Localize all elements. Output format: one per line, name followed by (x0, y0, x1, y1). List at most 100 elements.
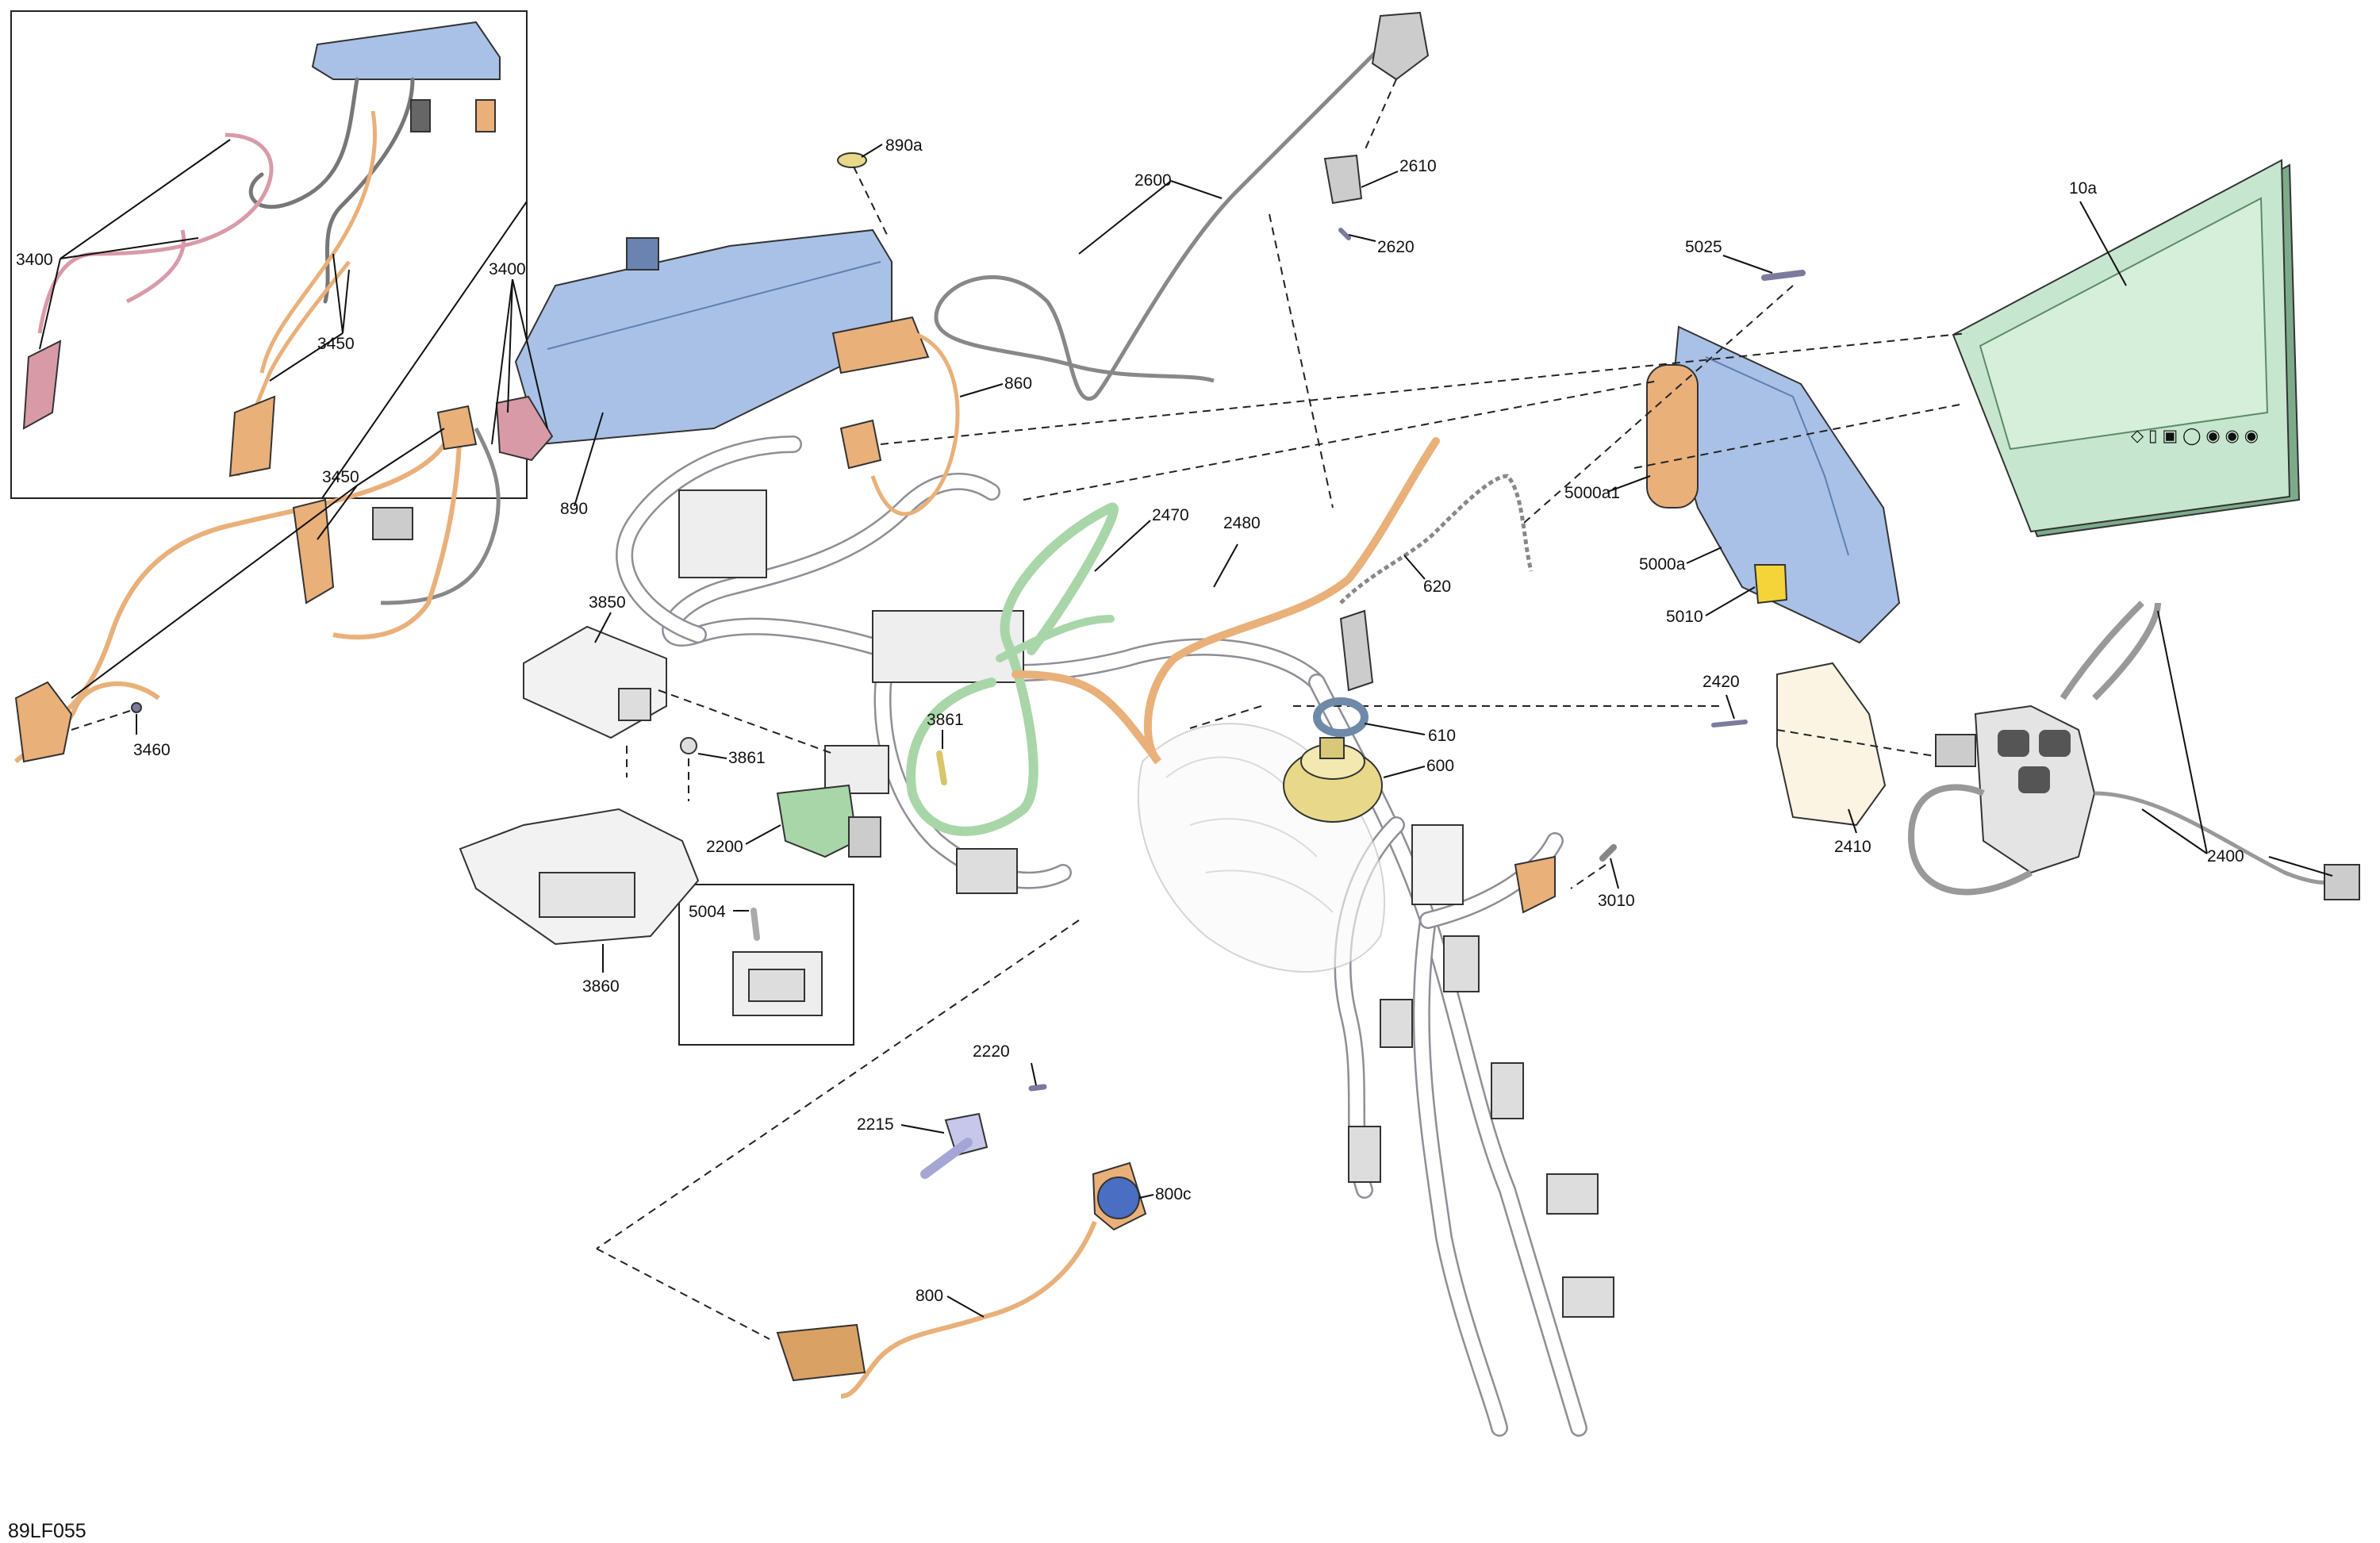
callout-5000a1: 5000a1 (1564, 484, 1620, 502)
cover-2410 (1776, 662, 1887, 827)
callout-3450: 3450 (322, 468, 359, 486)
connector (372, 507, 413, 540)
display-10a: ◇ ▯ ▣ ◯ ◉ ◉ ◉ (1952, 159, 2301, 538)
sensor-800 (776, 1161, 1147, 1399)
sensor-3450-mid (292, 498, 335, 605)
screw-5025 (1761, 270, 1806, 281)
ring-610 (1313, 697, 1368, 737)
harness-connectors (678, 489, 1614, 1318)
inset-leader-line (321, 201, 528, 499)
connector (2324, 864, 2360, 900)
callout-2610: 2610 (1399, 157, 1437, 175)
inset-orange-sensor (228, 395, 276, 478)
harness-2470 (906, 502, 1119, 836)
callout-2420: 2420 (1702, 673, 1740, 691)
coil-cord-620 (1339, 474, 1534, 692)
module-3850 (523, 625, 667, 739)
callout-3400: 3400 (489, 260, 526, 278)
junction-connector-block (872, 610, 1024, 683)
callout-3861a: 3861 (728, 749, 766, 767)
part-860 (831, 316, 960, 516)
callout-5010: 5010 (1666, 608, 1703, 626)
callout-10a: 10a (2069, 179, 2097, 198)
callout-800: 800 (916, 1287, 943, 1305)
connector (1562, 1276, 1614, 1318)
connector (1443, 935, 1480, 992)
callout-3460: 3460 (133, 741, 171, 759)
part-5010 (1753, 564, 1788, 605)
callout-2400: 2400 (2207, 847, 2244, 866)
bolt-3010 (1599, 844, 1617, 862)
bracket-3860 (459, 808, 700, 946)
callout-620: 620 (1423, 578, 1451, 596)
callout-2215: 2215 (857, 1115, 894, 1134)
module-5000a1 (1646, 364, 1699, 509)
switch-button (2018, 766, 2050, 793)
module-5000a (1646, 325, 1901, 644)
ecu-connector (678, 489, 767, 578)
screw-2220 (1028, 1084, 1047, 1092)
sensor-3400 (495, 395, 554, 462)
sensor-800c (1097, 1176, 1140, 1219)
sensor-3450-left (14, 681, 73, 763)
switch-button (2039, 730, 2071, 757)
sensor-3450-top (436, 405, 478, 451)
callout-5000a: 5000a (1639, 555, 1686, 574)
callout-5025: 5025 (1685, 238, 1722, 256)
orange-connector (1514, 855, 1556, 914)
connector (1935, 734, 1976, 767)
connector-block (1411, 824, 1464, 905)
display-icons: ◇ ▯ ▣ ◯ ◉ ◉ ◉ (2131, 427, 2259, 446)
bracket-2215 (920, 1112, 988, 1179)
callout-860: 860 (1004, 374, 1032, 393)
inset-connector (410, 99, 431, 132)
screw-2620 (1338, 228, 1351, 240)
callout-2470: 2470 (1152, 506, 1189, 524)
callout-3010: 3010 (1598, 892, 1635, 910)
callout-2600: 2600 (1134, 171, 1172, 190)
connector (1380, 999, 1413, 1048)
callout-890a: 890a (885, 136, 923, 155)
switch-600 (1283, 737, 1383, 823)
ecu-connector (626, 237, 659, 271)
callout-2220: 2220 (973, 1042, 1010, 1061)
ecu-890 (514, 228, 892, 446)
switch-button (1998, 730, 2029, 757)
connector (824, 745, 889, 794)
callout-2200: 2200 (706, 838, 743, 856)
lanyard-clip (1339, 609, 1374, 692)
callout-3860: 3860 (582, 977, 620, 996)
inset-parts (22, 21, 501, 478)
callout-3850: 3850 (589, 593, 626, 612)
callout-800c: 800c (1155, 1185, 1192, 1203)
connector (618, 688, 651, 721)
inset-connector (475, 99, 496, 132)
nut-890a (837, 152, 867, 168)
bolt-3861b (936, 750, 947, 785)
inset-ecu (311, 21, 501, 80)
switch-2400 (1908, 601, 2360, 900)
callout-3450-inset: 3450 (317, 335, 355, 353)
screw-2420 (1711, 720, 1748, 727)
harness-2480 (1012, 437, 1440, 765)
nut-3861a (680, 737, 697, 754)
callout-2410: 2410 (1834, 838, 1871, 856)
diagram-code: 89LF055 (8, 1520, 86, 1542)
connector (1546, 1173, 1599, 1215)
callout-890: 890 (560, 500, 588, 518)
sensors-main (13, 395, 554, 764)
callout-3861b: 3861 (927, 711, 964, 729)
inset-box-5004 (678, 884, 854, 1046)
bracket-2610 (1323, 154, 1363, 205)
inset-box-top-left (10, 10, 528, 499)
callout-2620: 2620 (1377, 238, 1415, 256)
inset-pink-sensor (22, 340, 62, 430)
callout-610: 610 (1428, 727, 1456, 745)
connector (1348, 1126, 1381, 1183)
relay-5004 (732, 908, 823, 1016)
connector (1491, 1062, 1524, 1119)
callout-3400-inset: 3400 (16, 251, 53, 269)
switch-2600 (1371, 11, 1430, 81)
connector (956, 848, 1018, 894)
